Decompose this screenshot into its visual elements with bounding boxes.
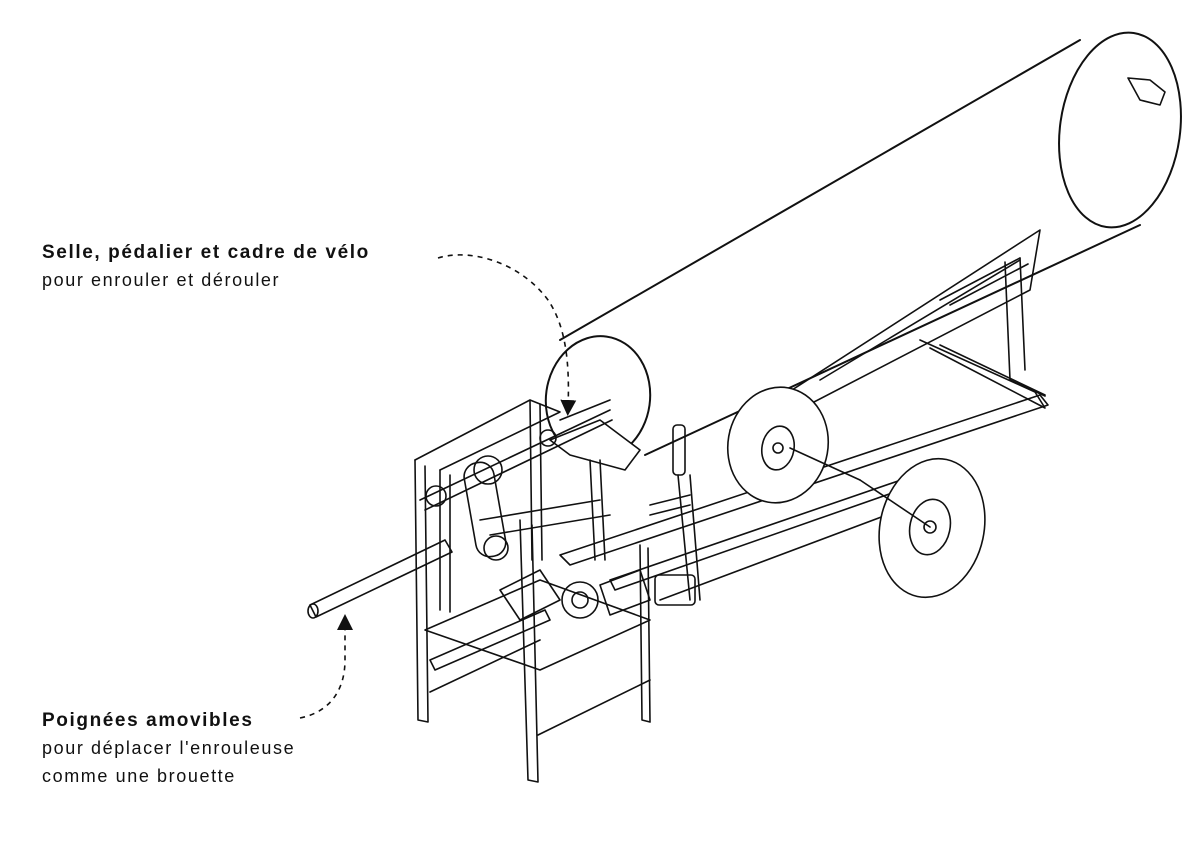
front-frame xyxy=(414,399,651,783)
saddle-callout-desc: pour enrouler et dérouler xyxy=(42,270,281,290)
chain-drive xyxy=(463,455,599,619)
leader-lines xyxy=(299,254,577,719)
removable-handles xyxy=(307,539,551,671)
pedal-crank xyxy=(479,499,651,621)
roll-support-cone xyxy=(729,229,1041,431)
handles-callout: Poignées amovibles pour déplacer l'enrou… xyxy=(42,708,295,790)
rear-support-frame xyxy=(919,257,1046,409)
handles-callout-desc-1: pour déplacer l'enrouleuse xyxy=(42,738,296,758)
handles-callout-desc-2: comme une brouette xyxy=(42,766,236,786)
handles-leader-line xyxy=(299,614,353,719)
handles-callout-title: Poignées amovibles xyxy=(42,710,254,731)
top-axle xyxy=(419,409,613,511)
saddle-leader-line xyxy=(437,254,577,416)
fabric-roll-cylinder xyxy=(544,31,1182,461)
saddle-assembly xyxy=(549,399,641,561)
saddle-callout-title: Selle, pédalier et cadre de vélo xyxy=(42,242,370,263)
left-wheel xyxy=(726,386,861,504)
right-wheel xyxy=(859,457,986,599)
saddle-callout: Selle, pédalier et cadre de vélo pour en… xyxy=(42,240,370,294)
handlebar-column xyxy=(649,424,701,606)
